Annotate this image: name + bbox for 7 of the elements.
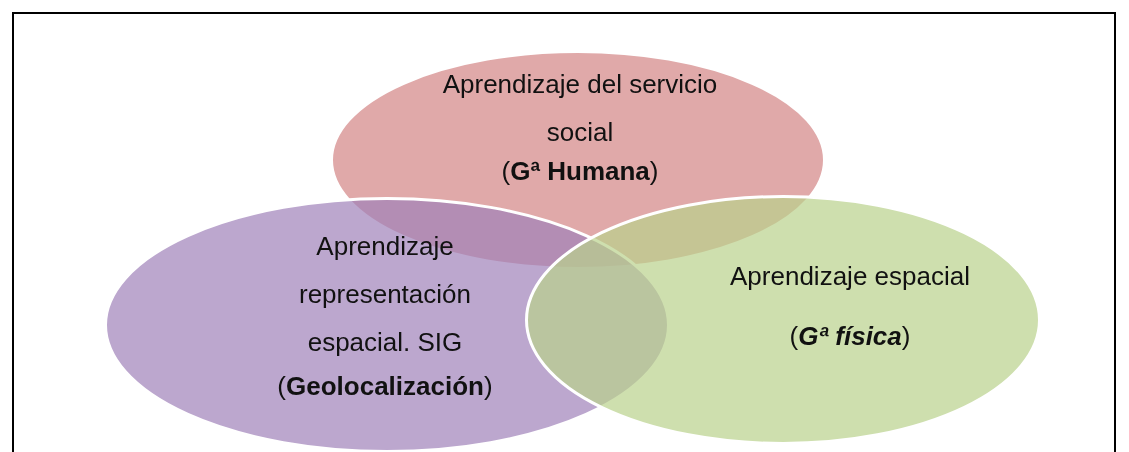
venn-ellipse — [525, 195, 1041, 445]
circle-subtitle: (Gª física) — [788, 320, 912, 353]
circle-title: Aprendizaje espacial — [729, 260, 971, 293]
circle-title: Aprendizaje del servicio social — [441, 68, 719, 149]
circle-title: Aprendizaje representación espacial. SIG — [298, 230, 472, 359]
circle-subtitle: (Gª Humana) — [500, 155, 660, 188]
circle-subtitle: (Geolocalización) — [276, 370, 494, 403]
